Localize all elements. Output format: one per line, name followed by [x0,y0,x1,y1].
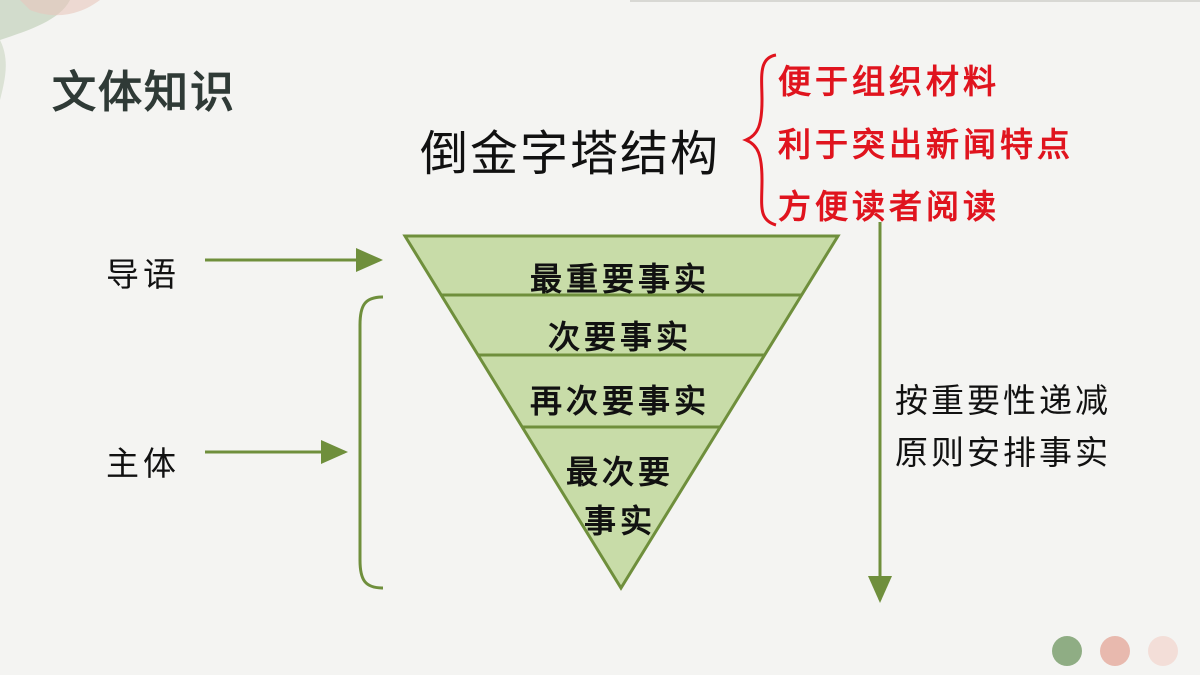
tier-label-most-important: 最重要事实 [529,260,710,298]
top-divider [630,0,1200,2]
decorative-dot [1100,636,1130,666]
benefit-item: 方便读者阅读 [778,187,1000,226]
body-label: 主体 [106,444,180,483]
principle-line: 原则安排事实 [895,433,1111,472]
lead-label: 导语 [106,255,180,294]
body-brace [358,295,384,590]
inverted-pyramid [402,234,841,591]
tier-label-tertiary: 再次要事实 [529,382,710,420]
page-title: 文体知识 [52,67,236,118]
decorative-dot [1052,636,1082,666]
tier-label-secondary: 次要事实 [547,318,692,356]
tier-label-least-important: 最次要 [565,453,674,491]
principle-line: 按重要性递减 [895,381,1111,420]
decorative-dot [1148,636,1178,666]
benefit-item: 便于组织材料 [778,62,1000,101]
benefit-item: 利于突出新闻特点 [778,125,1074,164]
structure-title: 倒金字塔结构 [420,126,721,182]
tier-label-least-important: 事实 [583,502,656,540]
decorative-leaf-icon [0,0,100,100]
